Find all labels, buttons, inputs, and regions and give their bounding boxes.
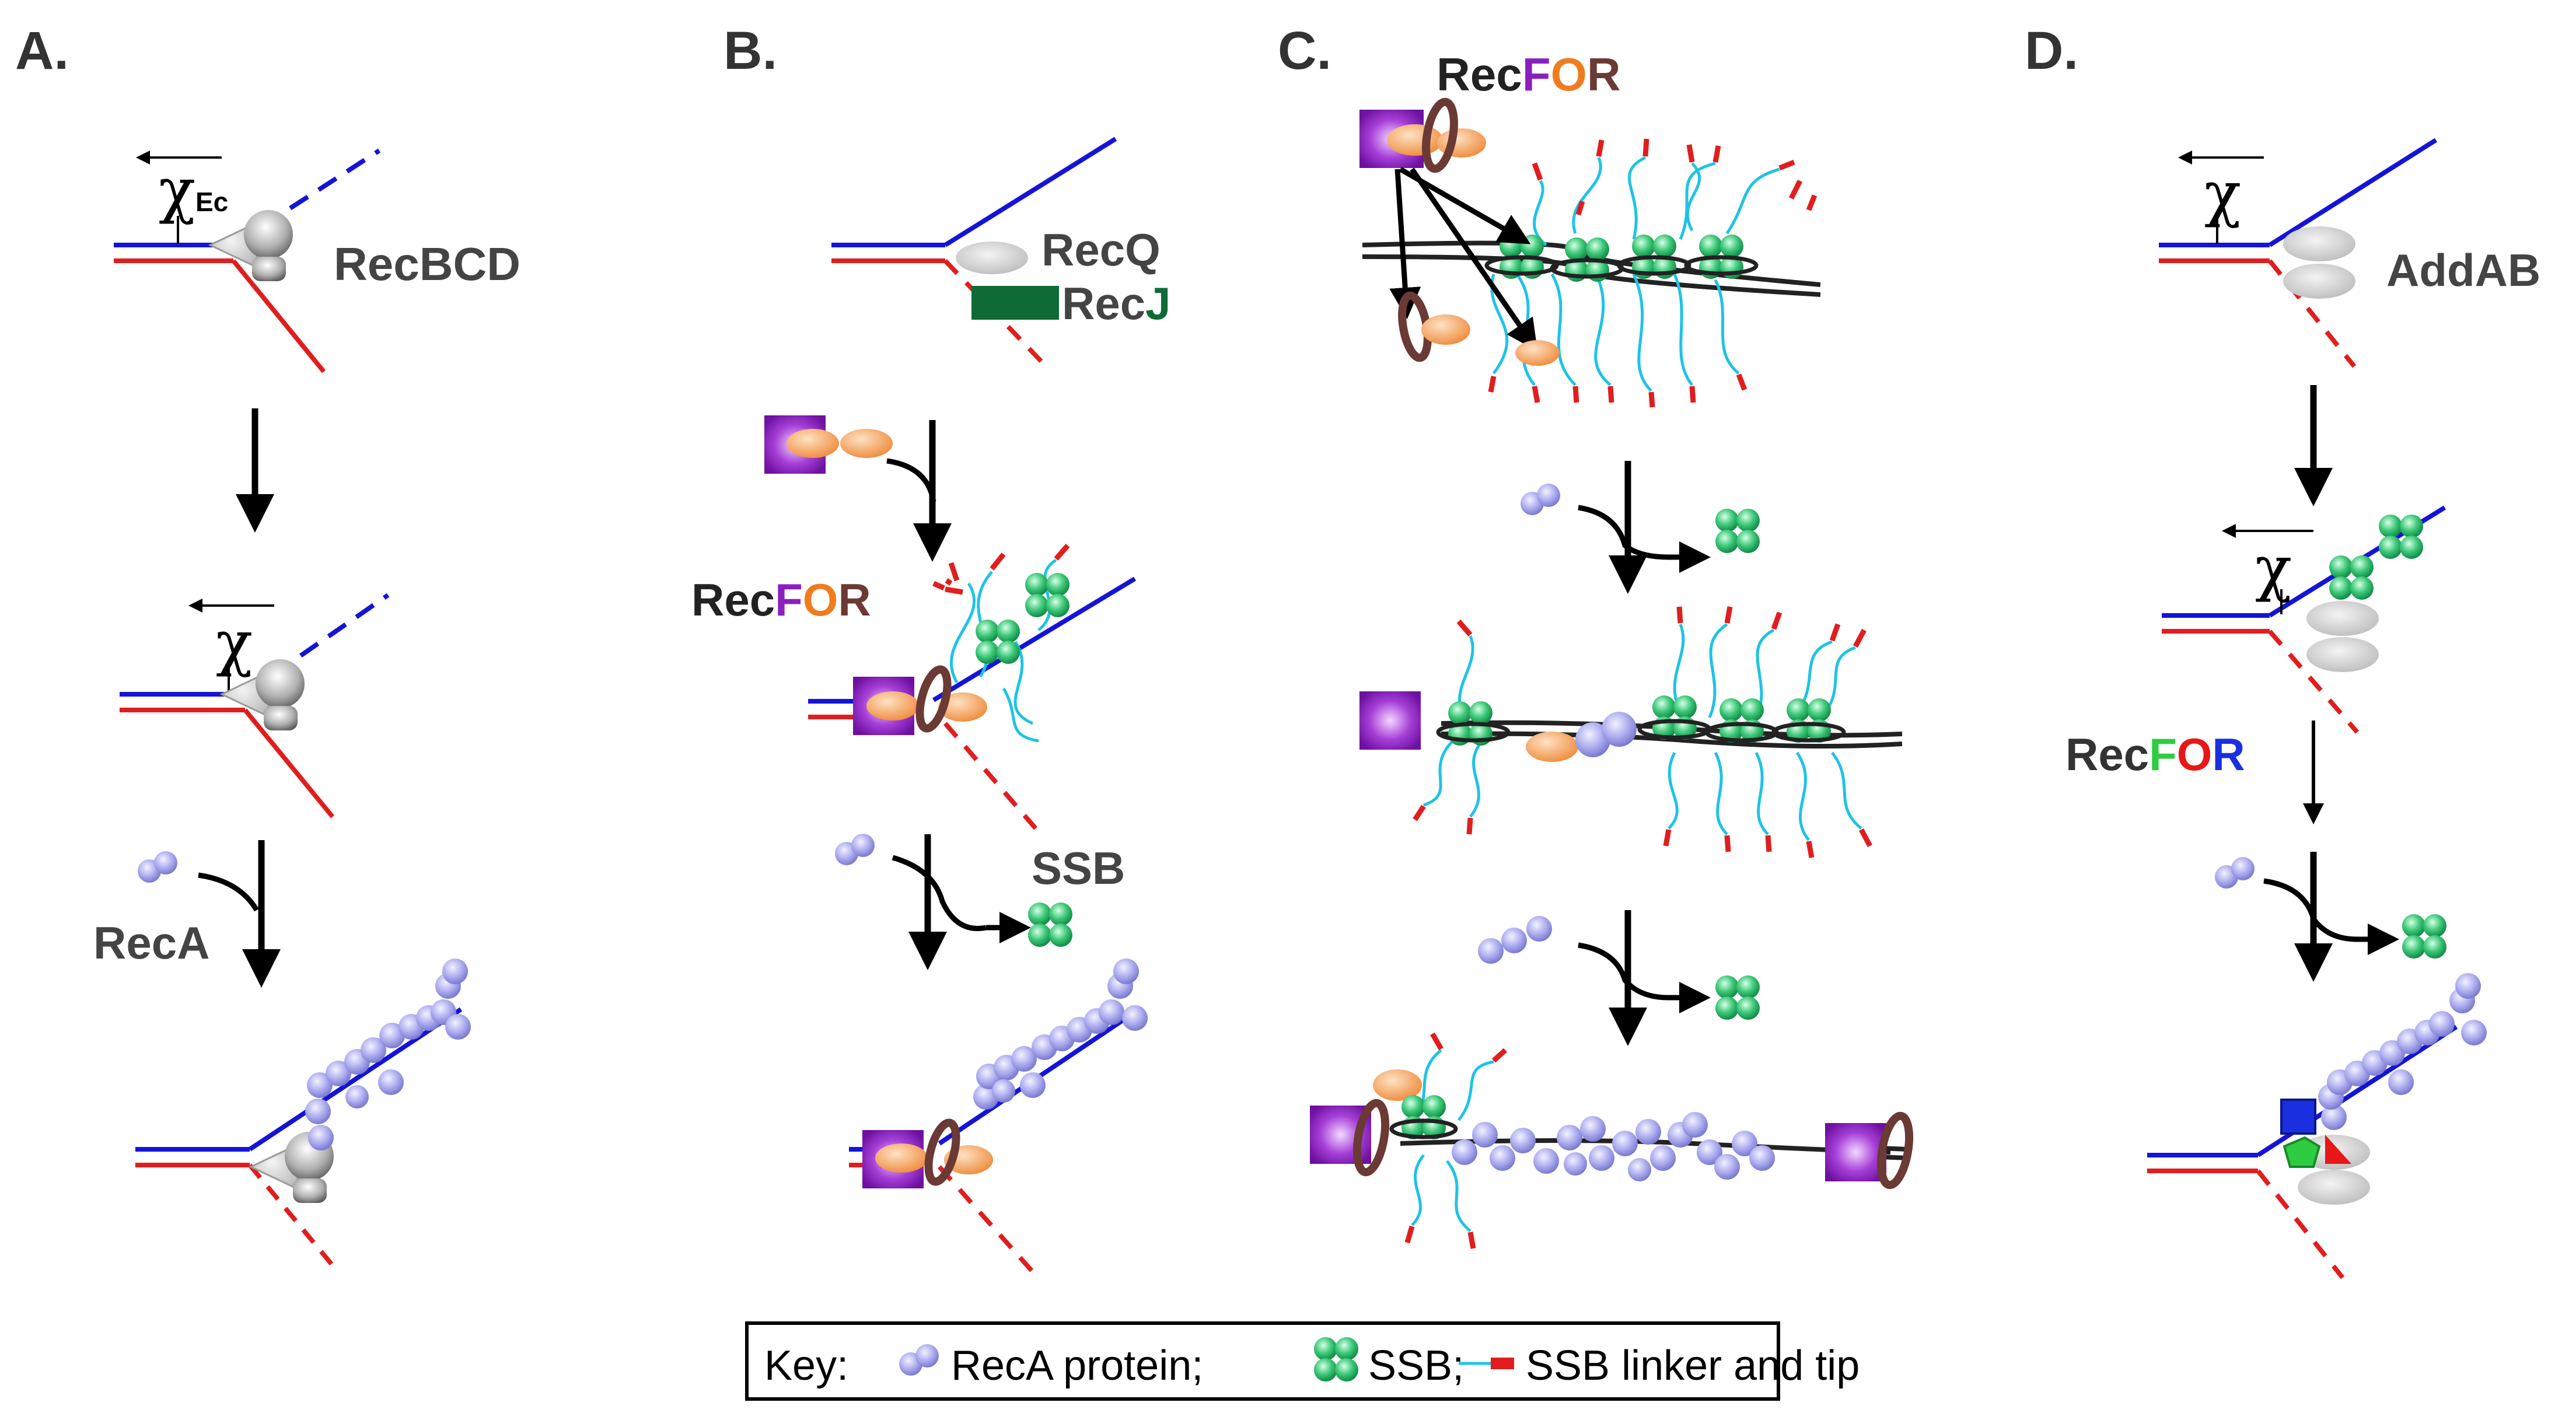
panel-d-label: D.	[2025, 21, 2078, 81]
recq-label: RecQ	[1041, 224, 1161, 275]
recj-label: RecJ	[1062, 278, 1170, 329]
reca-pair-c2	[1478, 916, 1552, 964]
reca-protein-icon-c1	[1521, 484, 1560, 515]
recfor-label-c: RecFOR	[1436, 48, 1621, 100]
chi-site-d1: χ	[2204, 158, 2241, 229]
legend-key: Key: RecA protein; SSB; SSB linker and t…	[745, 1321, 1860, 1401]
panel-c-step3	[1310, 1032, 1914, 1249]
panel-c-label: C.	[1278, 21, 1331, 81]
panel-a-label: A.	[15, 21, 69, 81]
reca-protein-icon-d	[2215, 857, 2255, 889]
panel-b-step2	[808, 544, 1137, 830]
reca-label: RecA	[93, 917, 209, 968]
panel-c-step2	[1359, 606, 1903, 858]
panel-d-step1: χ AddAB	[2159, 138, 2540, 368]
ssb-tetramer-c-out2	[1715, 975, 1760, 1020]
key-prefix: Key:	[764, 1342, 848, 1389]
ssb-tetramer-b3	[1028, 903, 1072, 947]
ssb-label: SSB	[1032, 842, 1125, 894]
addab-icon	[2283, 226, 2355, 261]
recbcd-icon	[209, 209, 294, 282]
recq-icon	[956, 242, 1028, 274]
recf-pentagon-d	[2283, 1136, 2321, 1168]
recfor-complex-b1	[764, 415, 893, 474]
panel-a-step1: χ Ec RecBCD	[114, 148, 520, 373]
chi-site-a1: χ	[159, 155, 195, 226]
chi-subscript-ec: Ec	[195, 187, 228, 217]
recr-square-d	[2280, 1099, 2316, 1135]
panel-b-step3	[849, 959, 1148, 1274]
chi-site-d2: χ	[2255, 533, 2292, 604]
key-ssb-label: SSB;	[1368, 1342, 1464, 1389]
recr-ring-b	[915, 665, 952, 733]
ssb-tetramer-c-out	[1715, 509, 1760, 553]
panel-d-step2: χ	[2162, 505, 2446, 734]
panel-b-label: B.	[723, 21, 777, 81]
panel-d-step3	[2147, 973, 2487, 1279]
recbcd-label: RecBCD	[334, 238, 520, 290]
ssb-tetramer-d	[2402, 914, 2446, 959]
panel-b-step1: RecQ RecJ	[831, 137, 1170, 366]
recfor-label-b: RecFOR	[691, 574, 871, 625]
ssb-tetramer-b2	[976, 620, 1020, 664]
key-tip-icon	[1491, 1358, 1514, 1369]
panel-a-step3	[135, 959, 471, 1271]
reco-triangle-d	[2325, 1135, 2351, 1164]
reca-protein-icon	[138, 851, 177, 883]
recj-icon	[971, 286, 1059, 320]
key-linker-label: SSB linker and tip	[1526, 1342, 1860, 1389]
addab-label: AddAB	[2386, 244, 2540, 296]
recfor-label-d: RecFOR	[2065, 729, 2245, 780]
reca-filament-d	[2318, 973, 2487, 1130]
panel-c-step1	[1359, 97, 1821, 408]
chi-site-a2: χ	[216, 607, 253, 678]
reca-filament-b	[973, 959, 1148, 1110]
key-reca-label: RecA protein;	[951, 1342, 1203, 1389]
reca-filament-a	[305, 959, 471, 1150]
reca-filament-c	[1452, 1112, 1775, 1181]
panel-a-step2: χ	[120, 593, 390, 819]
reca-protein-icon-b	[835, 834, 875, 865]
